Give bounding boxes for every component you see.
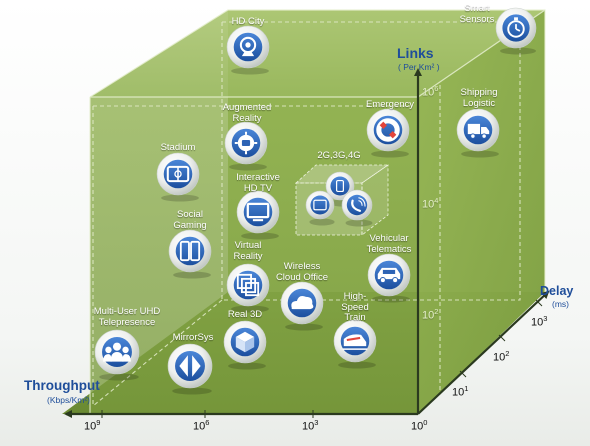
service-emergency-node [366,108,410,158]
cloud-icon [291,295,314,310]
service-label-wireless-cloud-office: Wireless Cloud Office [275,261,329,283]
service-label-smart-sensors: Smart Sensors [459,3,495,25]
ar-device-icon [234,131,258,155]
service-smart-sensors-node [495,7,537,55]
throughput-tick: 106 [193,418,210,433]
service-label-multi-user-uhd-telepresence: Multi-User UHD Telepresence [93,306,161,328]
service-mirrorsys-node [167,343,213,395]
service-label-real-3d: Real 3D [227,309,263,320]
delay-axis-unit: (ms) [552,299,569,309]
car-icon [377,267,401,284]
throughput-tick: 103 [302,418,319,433]
cube-3d-icon [235,331,255,353]
vr-frames-icon [236,273,260,297]
service-label-hd-city: HD City [231,16,265,27]
gaming-tablet-icon [179,240,201,262]
service-label-interactive-hd-tv: Interactive HD TV [236,172,280,194]
service-label-social-gaming: Social Gaming [173,209,207,231]
links-tick: 106 [422,84,439,99]
service-stadium-node [156,152,200,202]
service-interactive-hd-tv-node [236,190,280,240]
service-virtual-reality-node [226,263,270,313]
service-shipping-logistic-node [456,108,500,158]
service-label-augmented-reality: Augmented Reality [222,102,272,124]
axis-tick-marks [101,299,543,418]
service-real-3d-node [223,320,267,370]
cube-right-face [418,10,545,414]
service-wireless-cloud-office-node [280,281,324,331]
service-label-vehicular-telematics: Vehicular Telematics [366,233,412,255]
service-high-speed-train-node [333,319,377,369]
service-augmented-reality-node [224,121,268,171]
delay-tick: 102 [493,349,510,364]
webcam-icon [239,36,257,57]
throughput-tick: 109 [84,418,101,433]
people-group-icon [103,342,131,362]
delay-tick: 101 [452,384,469,399]
service-label-high-speed-train: High- Speed Train [341,291,369,323]
service-social-gaming-node [168,229,212,279]
service-label-mirrorsys: MirrorSys [172,332,214,343]
delay-axis-title: Delay [540,284,574,298]
service-label-emergency: Emergency [365,99,415,110]
service-vehicular-telematics-node [367,253,411,303]
tv-icon [246,202,270,222]
service-label-shipping-logistic: Shipping Logistic [460,87,498,109]
throughput-axis-title: Throughput [24,378,100,393]
service-multi-user-uhd-telepresence-node [94,329,140,381]
delay-tick: 103 [531,314,548,329]
cube-dashed-guides [92,21,521,407]
links-tick: 104 [422,196,439,211]
legacy-1-node [305,190,335,226]
mirror-icon [179,355,201,377]
train-icon [342,334,368,350]
phone-icon [335,179,345,193]
links-axis-title: Links [397,45,434,61]
links-axis-unit: ( Per Km² ) [398,62,440,72]
lifebuoy-icon [376,118,400,142]
service-hd-city-node [226,25,270,75]
delay-axis [417,290,550,415]
phone-call-icon [351,197,366,212]
stadium-icon [166,165,190,183]
truck-icon [467,123,490,139]
legacy-2-node [341,189,373,227]
cube-top-face [90,10,545,97]
legacy-networks-label: 2G,3G,4G [317,150,361,161]
throughput-axis-unit: (Kbps/Km²) [47,395,90,405]
links-tick: 102 [422,307,439,322]
service-label-stadium: Stadium [160,142,196,153]
throughput-tick: 100 [411,418,428,433]
service-label-virtual-reality: Virtual Reality [233,240,263,262]
tablet-icon [313,199,327,211]
stopwatch-icon [507,17,525,38]
